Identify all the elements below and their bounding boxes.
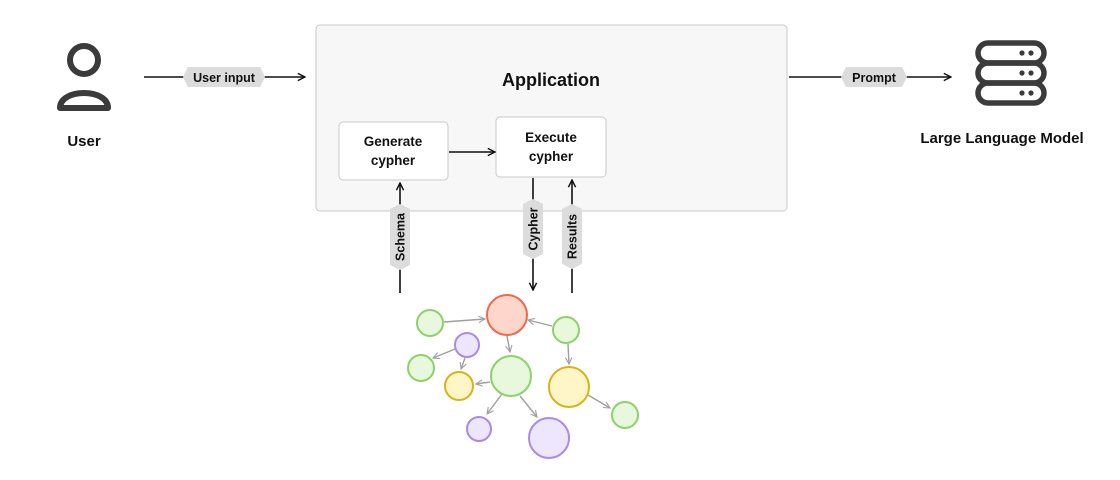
graph-edge	[507, 335, 510, 352]
generate-cypher-line2: cypher	[371, 153, 416, 168]
graph-edges	[433, 319, 610, 417]
schema-label: Schema	[394, 212, 408, 261]
graph-node-green	[490, 355, 532, 397]
llm-label: Large Language Model	[920, 130, 1083, 147]
graph-edge	[443, 319, 485, 322]
graph-node-purple	[454, 332, 480, 358]
cypher-label: Cypher	[527, 207, 541, 250]
graph-nodes	[407, 294, 639, 459]
graph-edge	[528, 320, 553, 327]
graph-node-green	[552, 316, 580, 344]
server-icon	[975, 40, 1047, 106]
graph-node-yellow	[548, 366, 590, 408]
execute-cypher-line2: cypher	[529, 149, 574, 164]
graph-node-red	[486, 294, 528, 336]
execute-cypher-box: Execute cypher	[495, 116, 607, 178]
graph-node-purple	[466, 416, 492, 442]
graph-edge	[476, 382, 491, 384]
user-input-label: User input	[193, 71, 256, 85]
graph-node-yellow	[444, 371, 474, 401]
graph-node-green	[611, 401, 639, 429]
graph-node-purple	[528, 417, 570, 459]
generate-cypher-line1: Generate	[364, 134, 423, 149]
graph-edge	[461, 357, 465, 369]
graph-edge	[568, 343, 569, 364]
generate-cypher-box: Generate cypher	[338, 121, 449, 181]
server-lights	[1019, 50, 1034, 96]
schema-pill: Schema	[390, 204, 410, 270]
graph-edge	[487, 393, 503, 414]
user-icon	[57, 43, 111, 111]
application-title: Application	[502, 70, 600, 90]
graph-edge	[587, 394, 610, 408]
prompt-pill: Prompt	[841, 67, 907, 87]
graph-edge	[519, 395, 537, 417]
cypher-pill: Cypher	[523, 199, 543, 259]
execute-cypher-line1: Execute	[525, 130, 577, 145]
user-label: User	[67, 133, 101, 150]
graph-node-green	[407, 354, 435, 382]
graph-node-green	[416, 309, 444, 337]
prompt-label: Prompt	[852, 71, 897, 85]
user-input-pill: User input	[183, 67, 265, 87]
results-label: Results	[566, 214, 580, 259]
graph-edge	[433, 348, 456, 358]
results-pill: Results	[562, 204, 582, 269]
